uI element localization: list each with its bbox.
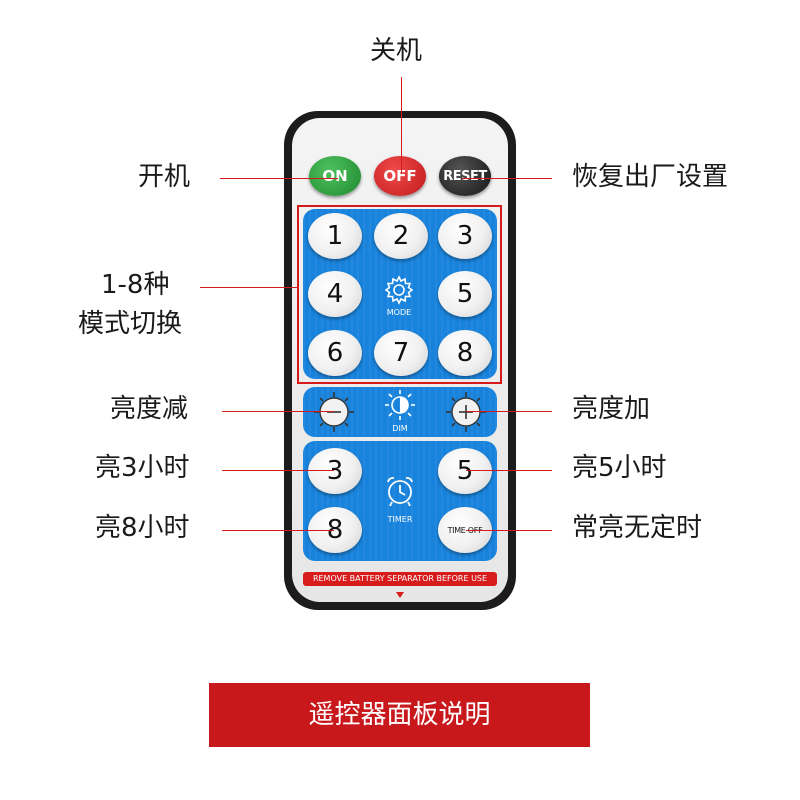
callout-line-t3 xyxy=(222,470,334,471)
callout-modes-line1: 1-8种 xyxy=(101,270,170,300)
callout-line-t8 xyxy=(222,530,334,531)
callout-t3: 亮3小时 xyxy=(95,453,190,483)
sun-minus-icon[interactable] xyxy=(312,390,356,434)
callout-modes-line2: 模式切换 xyxy=(78,309,183,339)
alarm-clock-icon xyxy=(387,477,413,507)
callout-off: 关机 xyxy=(370,36,423,66)
timer-5h-button[interactable]: 5 xyxy=(438,448,492,494)
mode-button-1[interactable]: 1 xyxy=(308,213,362,259)
callout-line-dim-plus xyxy=(466,411,552,412)
callout-t5: 亮5小时 xyxy=(572,453,667,483)
timer-3h-button[interactable]: 3 xyxy=(308,448,362,494)
callout-dim-minus: 亮度减 xyxy=(110,394,189,424)
arrow-down-icon xyxy=(396,592,404,598)
mode-button-7[interactable]: 7 xyxy=(374,330,428,376)
mode-button-2[interactable]: 2 xyxy=(374,213,428,259)
mode-button-3[interactable]: 3 xyxy=(438,213,492,259)
battery-warning-label: REMOVE BATTERY SEPARATOR BEFORE USE xyxy=(303,572,497,586)
mode-button-8[interactable]: 8 xyxy=(438,330,492,376)
mode-button-5[interactable]: 5 xyxy=(438,271,492,317)
callout-line-modes xyxy=(200,287,297,288)
gear-icon xyxy=(384,275,414,305)
sun-plus-icon[interactable] xyxy=(444,390,488,434)
callout-reset: 恢复出厂设置 xyxy=(572,162,729,192)
callout-line-dim-minus xyxy=(222,411,334,412)
callout-dim-plus: 亮度加 xyxy=(572,394,651,424)
off-button[interactable]: OFF xyxy=(374,156,426,196)
callout-line-time-off xyxy=(466,530,552,531)
reset-button[interactable]: RESET xyxy=(439,156,491,196)
dim-label: DIM xyxy=(392,424,408,433)
on-button[interactable]: ON xyxy=(309,156,361,196)
mode-highlight-box xyxy=(297,205,502,384)
callout-line-t5 xyxy=(466,470,552,471)
timer-label: TIMER xyxy=(387,515,413,524)
callout-t8: 亮8小时 xyxy=(95,513,190,543)
footer-banner: 遥控器面板说明 xyxy=(209,683,590,747)
mode-button-4[interactable]: 4 xyxy=(308,271,362,317)
callout-on: 开机 xyxy=(138,162,191,192)
callout-line-reset xyxy=(462,178,552,179)
callout-line-off xyxy=(401,77,402,173)
mode-button-6[interactable]: 6 xyxy=(308,330,362,376)
callout-line-on xyxy=(220,178,338,179)
half-sun-icon xyxy=(385,390,415,420)
callout-time-off: 常亮无定时 xyxy=(572,513,703,543)
mode-label: MODE xyxy=(386,308,412,317)
